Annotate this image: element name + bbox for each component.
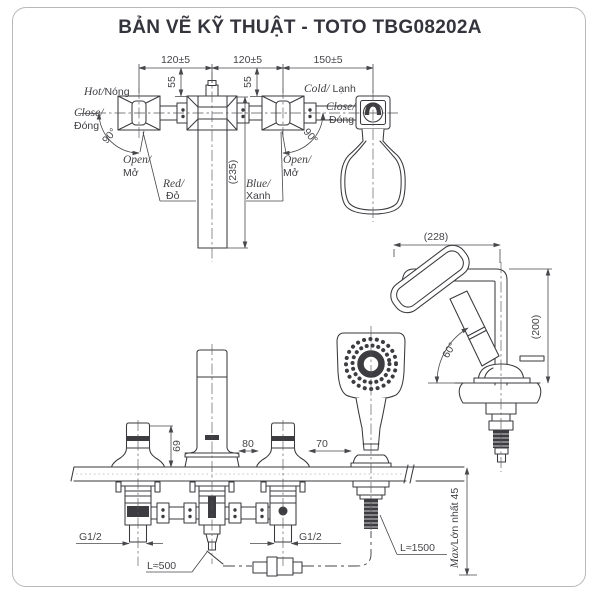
label-open-left: Open/Mở — [123, 154, 153, 179]
dim-hot-to-spout: 120±5 — [161, 54, 190, 66]
dim-spout-length: (235) — [227, 160, 239, 185]
label-open-right: Open/Mở — [283, 154, 313, 179]
dim-spout-height: (200) — [530, 315, 542, 340]
side-view-dimensions — [393, 242, 552, 384]
top-view-dimensions — [78, 64, 374, 249]
max-deck-thickness-label: Max/Lớn nhất 45 — [449, 488, 461, 569]
front-view-linework — [70, 332, 465, 577]
label-cold: Cold/ Lạnh — [304, 83, 356, 95]
label-blue: Blue/Xanh — [246, 178, 272, 202]
angle-60: 60° — [440, 340, 459, 360]
top-view: 120±5 120±5 150±5 55 55 (235) 90° 90° Ho… — [74, 54, 406, 249]
label-hot: Hot/Nóng — [83, 86, 130, 98]
angle-90-left: 90° — [100, 126, 119, 146]
hose-shower-label: L≈1500 — [400, 542, 435, 554]
side-view: (228) (200) 60° — [390, 231, 552, 463]
thread-right: G1/2 — [299, 531, 322, 543]
label-close-right: Close/Đóng — [326, 101, 357, 126]
label-close-left: Close/Đóng — [74, 107, 105, 132]
hose-supply-label: L≈500 — [147, 560, 176, 572]
thread-left: G1/2 — [79, 531, 102, 543]
drawing-border-frame — [12, 7, 586, 587]
dim-cold-to-holder: 150±5 — [313, 54, 342, 66]
top-view-linework — [117, 79, 406, 249]
side-view-linework — [390, 244, 545, 463]
front-view-labels: 69 80 70 G1/2 G1/2 L≈500 L≈1500 Max/Lớn … — [79, 438, 461, 572]
dim-spout-to-handle: 80 — [242, 438, 254, 450]
dim-handle-height: 69 — [171, 440, 183, 452]
page-title: BẢN VẼ KỸ THUẬT - TOTO TBG08202A — [118, 17, 482, 38]
dim-handle-to-shower: 70 — [316, 438, 328, 450]
centerlines — [95, 72, 502, 566]
front-view-dimensions — [76, 425, 477, 576]
front-view: 69 80 70 G1/2 G1/2 L≈500 L≈1500 Max/Lớn … — [70, 332, 477, 577]
dim-55-right: 55 — [242, 76, 254, 88]
dim-spout-reach: (228) — [424, 231, 449, 243]
label-red: Red/Đỏ — [162, 178, 186, 202]
dim-55-left: 55 — [166, 76, 178, 88]
handshower-head-side — [390, 244, 470, 314]
top-view-labels: 120±5 120±5 150±5 55 55 (235) 90° 90° Ho… — [74, 54, 357, 202]
handshower-grip-side — [449, 290, 500, 367]
hose-connector — [252, 556, 303, 577]
dim-spout-to-cold: 120±5 — [233, 54, 262, 66]
